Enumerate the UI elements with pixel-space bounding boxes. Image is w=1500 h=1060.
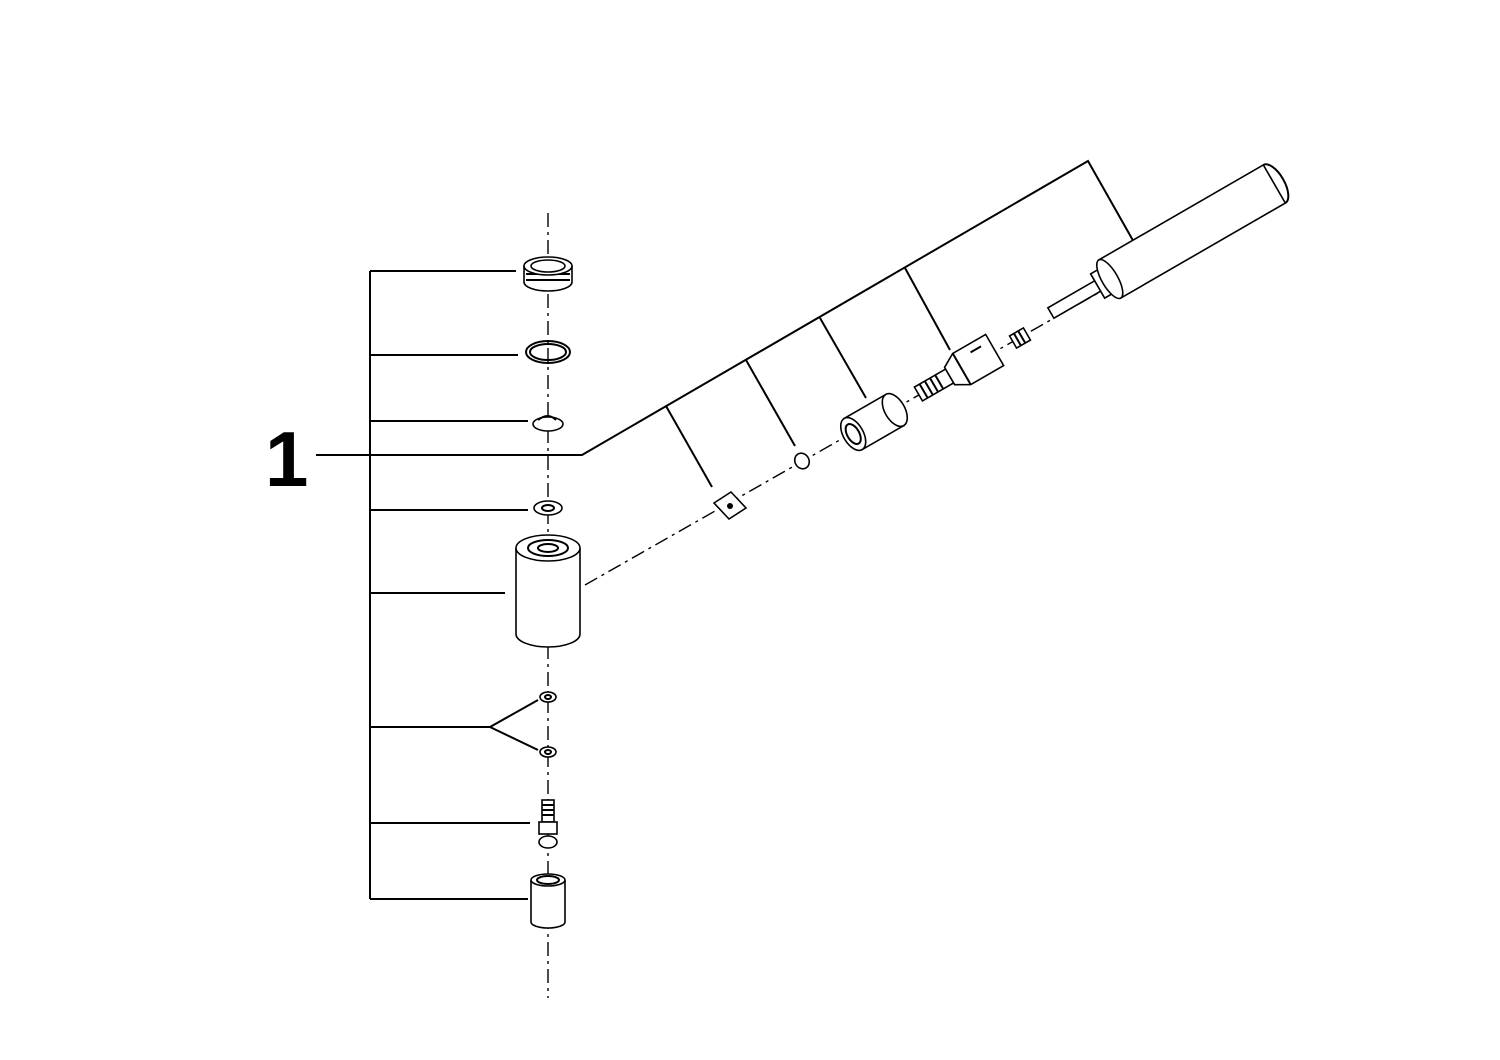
- inclined-sleeve-part: [839, 392, 909, 452]
- threaded-coupling-part: [913, 333, 1005, 403]
- spout-pipe-part: [1046, 163, 1290, 320]
- o-ring-part: [525, 340, 571, 364]
- small-washer-lower-part: [539, 746, 557, 758]
- bottom-sleeve-part: [530, 873, 566, 929]
- part-label-leader: [316, 159, 1136, 456]
- inclined-leaders: [665, 267, 951, 488]
- small-washer-upper-part: [539, 691, 557, 703]
- vertical-bracket: [369, 270, 539, 900]
- inclined-o-ring-part: [793, 452, 811, 470]
- clip-ring-part: [532, 415, 564, 432]
- small-nut-part: [1008, 326, 1032, 350]
- cylinder-body-part: [515, 534, 581, 648]
- valve-pin-part: [538, 799, 558, 849]
- small-clip-part: [712, 490, 748, 521]
- top-cap-part: [523, 256, 573, 292]
- washer-part: [533, 500, 563, 516]
- part-number-label: 1: [265, 415, 308, 503]
